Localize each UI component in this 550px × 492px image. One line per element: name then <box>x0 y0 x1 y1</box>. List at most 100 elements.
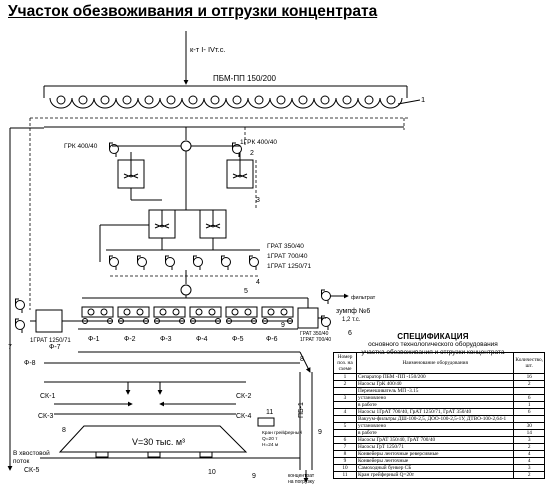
label-pos-10: 10 <box>208 469 216 476</box>
spec-cell-name: Самоходный бункер СБ <box>355 464 515 472</box>
table-row: Вакуум-фильтры ДШ-100-2,5, ДОО-100-2,5-1… <box>333 415 545 423</box>
label-f7: Ф-7 <box>49 344 61 351</box>
spec-cell-quantity: 2 <box>513 443 545 451</box>
spec-cell-position: 1 <box>333 373 357 381</box>
label-f6: Ф-6 <box>266 336 278 343</box>
separator-tails <box>29 117 410 310</box>
table-row: Перемешиватель МП -3.15 <box>333 387 545 395</box>
label-pos-4: 4 <box>256 279 260 286</box>
spec-cell-quantity: 16 <box>513 373 545 381</box>
feed-label: к-т I- IVт.с. <box>190 45 226 54</box>
mixer-4 <box>199 209 227 239</box>
spec-cell-name: Насосы 1ГрАТ 700/40, ГрАТ 1250/71, ГрАТ … <box>355 408 515 416</box>
label-pos-8: 8 <box>300 356 304 363</box>
spec-cell-quantity: 2 <box>513 380 545 388</box>
spec-subtitle-1: основного технологического оборудования <box>368 341 498 348</box>
spec-cell-position: 4 <box>333 408 357 416</box>
spec-cell-quantity: 30 <box>513 422 545 430</box>
tailings-label-2: поток <box>13 458 30 465</box>
spec-cell-position <box>333 415 357 423</box>
label-f5: Ф-5 <box>232 336 244 343</box>
grat-left-label: 1ГРАТ 1250/71 <box>30 338 71 344</box>
crane-label-3: Н=24 м <box>262 442 278 448</box>
separator-label: ПБМ-ПП 150/200 <box>213 74 277 83</box>
label-pb1: ПБ-1 <box>298 402 305 418</box>
spec-cell-name: Насосы ГрТ 1250/71 <box>355 443 515 451</box>
spec-cell-quantity <box>513 415 545 423</box>
storage-bunker <box>58 425 248 453</box>
label-pos-9a: 9 <box>281 322 285 329</box>
label-pos-6: 6 <box>348 330 352 337</box>
label-sk3: СК-3 <box>38 413 53 420</box>
spec-title: СПЕЦИФИКАЦИЯ <box>397 332 469 341</box>
sump-volume-label: 1,2 т.с. <box>342 317 361 323</box>
mixer-1 <box>117 159 145 189</box>
pump-grk-left <box>109 142 119 158</box>
label-f8: Ф-8 <box>24 360 36 367</box>
loading-label-2: на погрузку <box>288 479 315 485</box>
pump-7-bottom <box>15 318 25 334</box>
separator-bank <box>49 95 403 109</box>
label-sk4: СК-4 <box>236 413 251 420</box>
page-title: Участок обезвоживания и отгрузки концент… <box>8 3 378 20</box>
sump-tank <box>297 307 319 329</box>
loading-label-1: концентрат <box>288 473 315 479</box>
spec-cell-position: 6 <box>333 436 357 444</box>
spec-cell-name: в работе <box>355 429 515 437</box>
pump-6-top <box>321 289 331 305</box>
tailings-label-1: В хвостовой <box>13 449 50 457</box>
spec-cell-quantity <box>513 387 545 395</box>
spec-col-name: Наименование оборудования <box>355 352 515 374</box>
spec-cell-quantity: 3 <box>513 464 545 472</box>
crane-label-2: Q=20 т <box>262 436 278 442</box>
spec-cell-position <box>333 401 357 409</box>
grat-right-label-2: 1ГРАТ 700/40 <box>300 337 331 343</box>
grat-pump-row <box>109 255 259 271</box>
filtrate-label: фильтрат <box>351 295 376 301</box>
spec-cell-name: установлено <box>355 394 515 402</box>
label-pos-3: 3 <box>256 197 260 204</box>
spec-cell-quantity: 6 <box>513 394 545 402</box>
spec-cell-position: 11 <box>333 471 357 479</box>
label-sk1: СК-1 <box>40 393 55 400</box>
label-f3: Ф-3 <box>160 336 172 343</box>
grat-label-2: 1ГРАТ 700/40 <box>267 253 308 260</box>
spec-cell-quantity: 14 <box>513 429 545 437</box>
label-pos-5: 5 <box>244 288 248 295</box>
spec-col-position: Номер поз. на схеме <box>333 352 357 374</box>
spec-cell-name: Кран грейферный Q=20т <box>355 471 515 479</box>
spec-cell-name: Конвейеры ленточные <box>355 457 515 465</box>
grat-label-1: ГРАТ 350/40 <box>267 243 304 250</box>
spec-cell-position: 7 <box>333 443 357 451</box>
spec-cell-quantity: 4 <box>513 450 545 458</box>
grab-crane <box>257 417 275 427</box>
label-pos-11: 11 <box>266 409 273 416</box>
mixer-2 <box>226 159 254 189</box>
spec-cell-position: 10 <box>333 464 357 472</box>
spec-cell-name: в работе <box>355 401 515 409</box>
label-f2: Ф-2 <box>124 336 136 343</box>
spec-cell-name: Насосы ГрК 400/40 <box>355 380 515 388</box>
spec-cell-name: Насосы ГрАТ 350/40, ГрАТ 700/40 <box>355 436 515 444</box>
label-pos-8b: 8 <box>62 427 66 434</box>
spec-cell-name: Вакуум-фильтры ДШ-100-2,5, ДОО-100-2,5-1… <box>355 415 515 423</box>
mixer-3 <box>148 209 176 239</box>
spec-cell-name: Перемешиватель МП -3.15 <box>355 387 515 395</box>
grk-right-label: 1ГРК 400/40 <box>240 139 277 146</box>
label-pos-9c: 9 <box>252 473 256 480</box>
spec-cell-quantity: 3 <box>513 436 545 444</box>
label-f4: Ф-4 <box>196 336 208 343</box>
spec-table: Номер поз. на схеме Наименование оборудо… <box>333 352 545 479</box>
spec-cell-quantity: 6 <box>513 408 545 416</box>
spec-cell-name: установлено <box>355 422 515 430</box>
